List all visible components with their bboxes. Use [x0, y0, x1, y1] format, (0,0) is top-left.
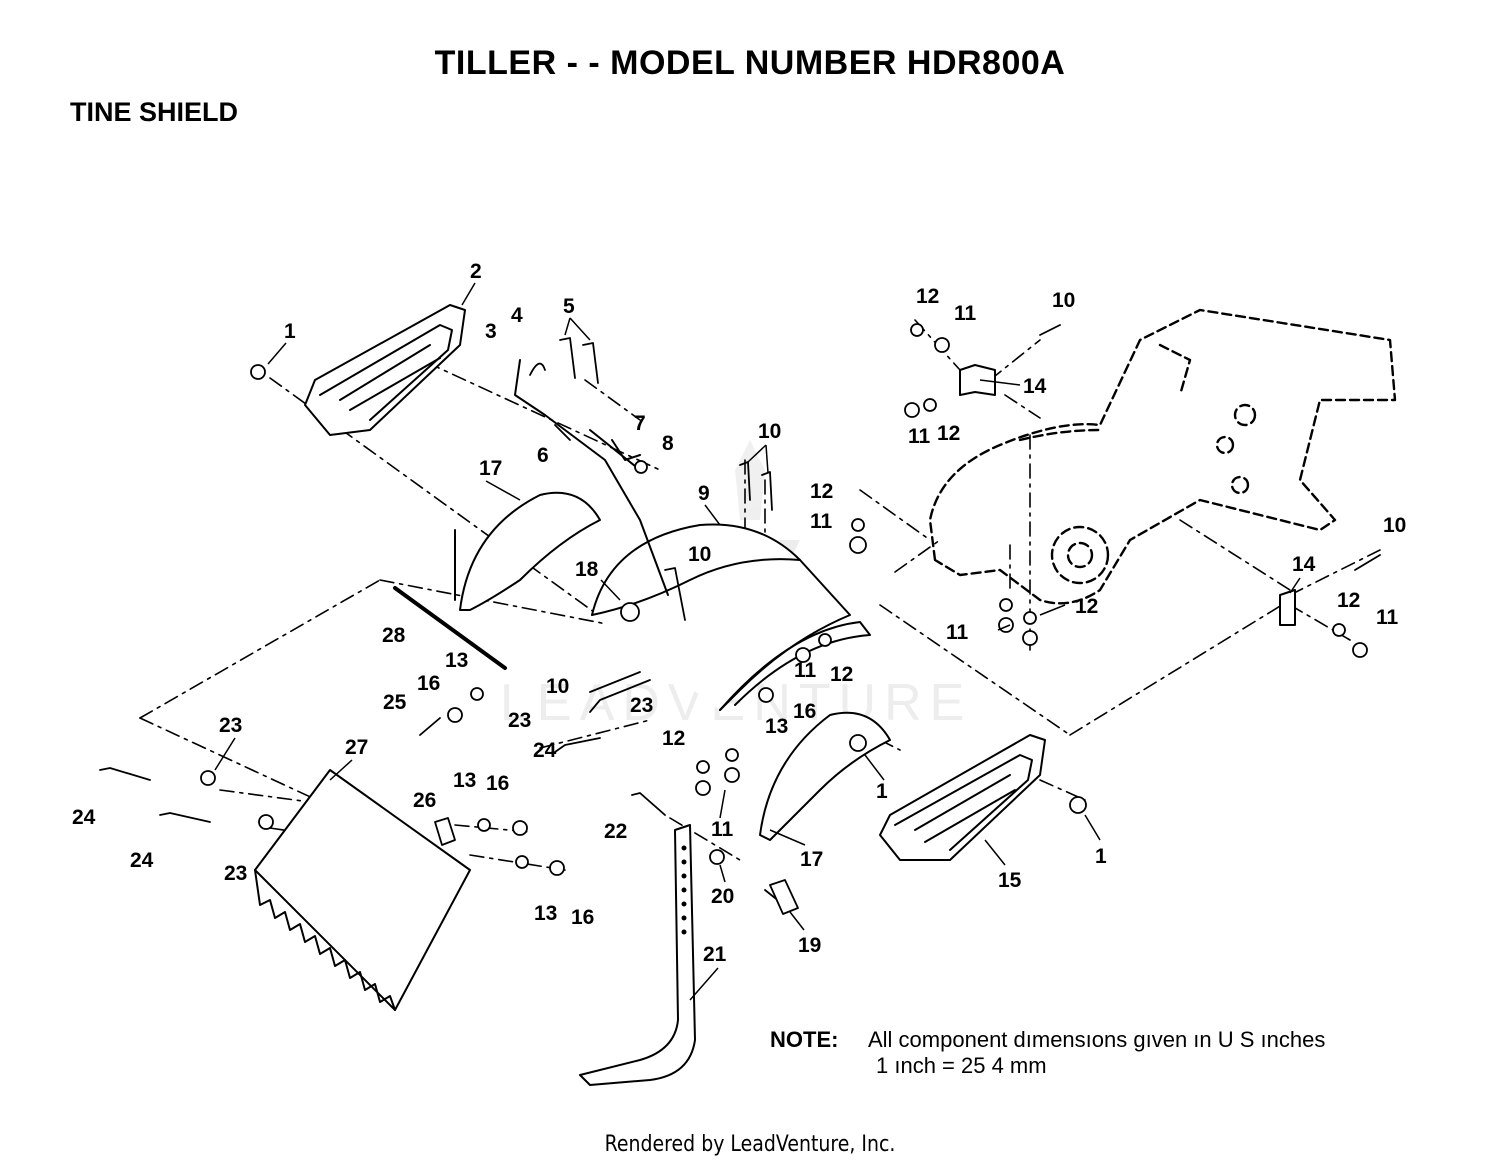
callout-17: 17 [800, 848, 823, 871]
callout-10: 10 [1383, 514, 1406, 537]
callout-13: 13 [534, 902, 557, 925]
callout-23: 23 [630, 694, 653, 717]
callout-18: 18 [575, 558, 599, 581]
callout-ticks [214, 282, 1301, 1001]
callout-13: 13 [445, 649, 468, 672]
note-label: NOTE: [770, 1027, 839, 1052]
callout-27: 27 [345, 736, 368, 759]
callout-11: 11 [810, 510, 833, 533]
callout-11: 11 [711, 818, 734, 841]
callout-4: 4 [511, 304, 523, 327]
hardware-nuts [200, 323, 1368, 915]
callout-25: 25 [383, 691, 407, 714]
callout-23: 23 [508, 709, 531, 732]
footer-credit: Rendered by LeadVenture, Inc. [604, 1132, 896, 1157]
callout-labels: 1 2 3 4 5 6 7 8 9 10 10 10 10 10 12 11 1… [72, 260, 1406, 966]
callout-10: 10 [546, 675, 569, 698]
side-cover-left [304, 304, 466, 436]
callout-13: 13 [765, 715, 788, 738]
callout-5: 5 [563, 295, 575, 318]
callout-8: 8 [662, 432, 674, 455]
callout-16: 16 [417, 672, 440, 695]
depth-bar [579, 824, 696, 1086]
page-title: TILLER - - MODEL NUMBER HDR800A [434, 44, 1066, 82]
callout-16: 16 [793, 700, 816, 723]
bracket-lower [1279, 589, 1296, 626]
callout-12: 12 [916, 285, 939, 308]
callout-24: 24 [130, 849, 154, 872]
callout-15: 15 [998, 869, 1022, 892]
callout-16: 16 [571, 906, 594, 929]
lift-rod [514, 359, 669, 596]
callout-21: 21 [703, 943, 727, 966]
side-cover-right [879, 734, 1046, 861]
callout-10: 10 [1052, 289, 1075, 312]
callout-10: 10 [758, 420, 781, 443]
shield-flap [254, 769, 471, 1011]
callout-11: 11 [954, 302, 977, 325]
callout-20: 20 [711, 885, 734, 908]
callout-26: 26 [413, 789, 436, 812]
callout-11: 11 [908, 425, 931, 448]
callout-24: 24 [533, 739, 557, 762]
callout-14: 14 [1023, 375, 1047, 398]
callout-12: 12 [830, 663, 853, 686]
callout-9: 9 [698, 482, 710, 505]
callout-1: 1 [876, 780, 888, 803]
callout-12: 12 [1337, 589, 1360, 612]
callout-11: 11 [946, 621, 969, 644]
callout-28: 28 [382, 624, 406, 647]
callout-2: 2 [470, 260, 482, 283]
callout-1: 1 [284, 320, 296, 343]
note-line-2: 1 ınch = 25 4 mm [876, 1053, 1047, 1078]
callout-12: 12 [1075, 595, 1098, 618]
callout-22: 22 [604, 820, 627, 843]
callout-3: 3 [485, 320, 497, 343]
callout-23: 23 [219, 714, 242, 737]
callout-12: 12 [810, 480, 833, 503]
callout-12: 12 [662, 727, 685, 750]
callout-16: 16 [486, 772, 509, 795]
callout-12: 12 [937, 422, 960, 445]
callout-1: 1 [1095, 845, 1107, 868]
callout-11: 11 [1376, 606, 1399, 629]
rod [393, 586, 507, 670]
callout-24: 24 [72, 806, 96, 829]
section-subtitle: TINE SHIELD [70, 97, 239, 127]
deflector-left [454, 491, 601, 611]
note-line-1: All component dımensıons gıven ın U S ın… [868, 1027, 1326, 1052]
callout-23: 23 [224, 862, 247, 885]
bracket-upper [959, 364, 996, 396]
callout-13: 13 [453, 769, 476, 792]
callout-10: 10 [688, 543, 711, 566]
leader-lines [139, 319, 1381, 871]
callout-19: 19 [798, 934, 821, 957]
note-box: NOTE: All component dımensıons gıven ın U… [770, 1027, 1325, 1079]
callout-14: 14 [1292, 553, 1316, 576]
callout-6: 6 [537, 444, 549, 467]
callout-11: 11 [794, 659, 817, 682]
callout-7: 7 [634, 412, 646, 435]
callout-17: 17 [479, 457, 502, 480]
tiller-frame [928, 308, 1397, 605]
